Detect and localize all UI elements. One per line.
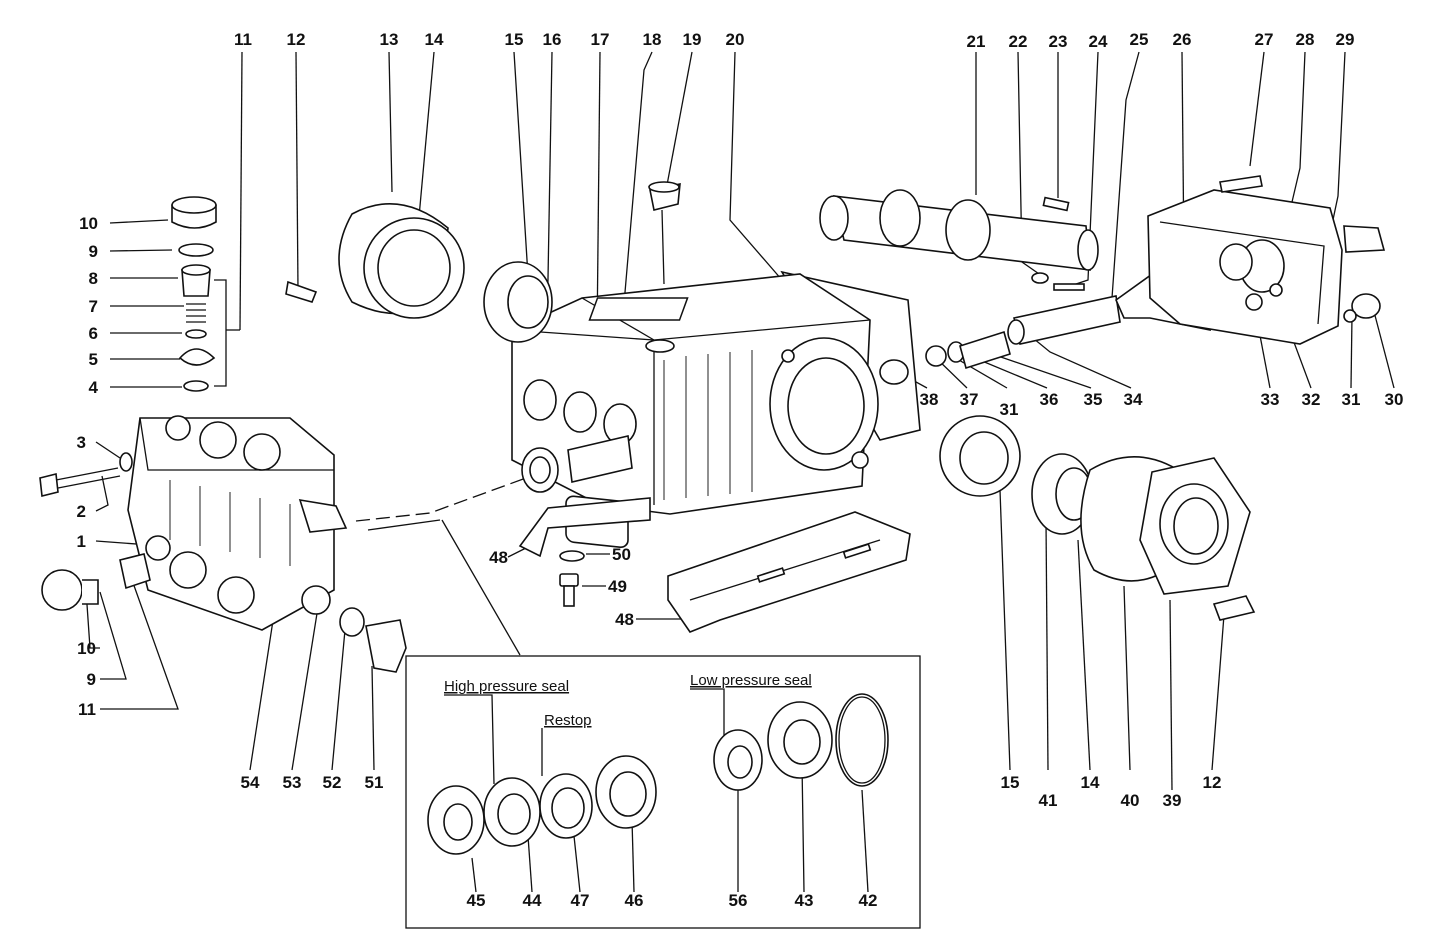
callout-49: 49 xyxy=(608,577,627,596)
callout-40: 40 xyxy=(1121,791,1140,810)
callout-36: 36 xyxy=(1040,390,1059,409)
callout-56: 56 xyxy=(729,891,748,910)
callout-29: 29 xyxy=(1336,30,1355,49)
callout-10: 10 xyxy=(79,214,98,233)
callout-45: 45 xyxy=(467,891,486,910)
callout-30: 30 xyxy=(1385,390,1404,409)
callout-10-lower: 10 xyxy=(77,639,96,658)
callout-38: 38 xyxy=(920,390,939,409)
callout-27: 27 xyxy=(1255,30,1274,49)
rear-housing xyxy=(1147,175,1386,345)
callout-31-right: 31 xyxy=(1342,390,1361,409)
callout-24: 24 xyxy=(1089,32,1108,51)
callout-6: 6 xyxy=(89,324,98,343)
callout-4: 4 xyxy=(89,378,99,397)
callout-37: 37 xyxy=(960,390,979,409)
callout-43: 43 xyxy=(795,891,814,910)
crank-components xyxy=(285,181,681,493)
callout-19: 19 xyxy=(683,30,702,49)
callout-8: 8 xyxy=(89,269,98,288)
high-pressure-seal-label: High pressure seal xyxy=(444,678,569,695)
callout-14: 14 xyxy=(425,30,444,49)
callout-labels: 11 12 13 14 15 16 17 18 19 20 21 22 23 2… xyxy=(77,30,1404,910)
rear-cover xyxy=(338,203,465,319)
callout-11: 11 xyxy=(234,30,252,49)
pump-head xyxy=(39,415,407,673)
seal-inset xyxy=(405,655,921,929)
callout-15: 15 xyxy=(505,30,524,49)
callout-51: 51 xyxy=(365,773,384,792)
callout-12-lower: 12 xyxy=(1203,773,1222,792)
callout-9: 9 xyxy=(89,242,98,261)
callout-26: 26 xyxy=(1173,30,1192,49)
callout-28: 28 xyxy=(1296,30,1315,49)
callout-42: 42 xyxy=(859,891,878,910)
low-pressure-seal-label: Low pressure seal xyxy=(690,672,812,689)
callout-50: 50 xyxy=(612,545,631,564)
callout-34: 34 xyxy=(1124,390,1143,409)
callout-7: 7 xyxy=(89,297,98,316)
callout-52: 52 xyxy=(323,773,342,792)
bearing-flange xyxy=(939,415,1256,621)
callout-48: 48 xyxy=(489,548,508,567)
callout-3: 3 xyxy=(77,433,86,452)
callout-21: 21 xyxy=(967,32,986,51)
callout-25: 25 xyxy=(1130,30,1149,49)
callout-13: 13 xyxy=(380,30,399,49)
callout-33: 33 xyxy=(1261,390,1280,409)
callout-5: 5 xyxy=(89,350,98,369)
callout-9-lower: 9 xyxy=(87,670,96,689)
crankcase xyxy=(511,270,921,633)
callout-39: 39 xyxy=(1163,791,1182,810)
callout-48-lower: 48 xyxy=(615,610,634,629)
callout-20: 20 xyxy=(726,30,745,49)
callout-11-lower: 11 xyxy=(78,700,96,719)
callout-46: 46 xyxy=(625,891,644,910)
callout-54: 54 xyxy=(241,773,260,792)
callout-12: 12 xyxy=(287,30,306,49)
callout-32: 32 xyxy=(1302,390,1321,409)
callout-1: 1 xyxy=(77,532,86,551)
callout-2: 2 xyxy=(77,502,86,521)
callout-22: 22 xyxy=(1009,32,1028,51)
valve-stack xyxy=(171,196,217,392)
callout-35: 35 xyxy=(1084,390,1103,409)
callout-47: 47 xyxy=(571,891,590,910)
callout-18: 18 xyxy=(643,30,662,49)
crankshaft xyxy=(819,189,1099,291)
callout-23: 23 xyxy=(1049,32,1068,51)
callout-44: 44 xyxy=(523,891,542,910)
callout-15-lower: 15 xyxy=(1001,773,1020,792)
callout-53: 53 xyxy=(283,773,302,792)
callout-31: 31 xyxy=(1000,400,1019,419)
callout-41: 41 xyxy=(1039,791,1058,810)
callout-14-lower: 14 xyxy=(1081,773,1100,792)
callout-16: 16 xyxy=(543,30,562,49)
callout-17: 17 xyxy=(591,30,610,49)
restop-label: Restop xyxy=(544,712,592,729)
